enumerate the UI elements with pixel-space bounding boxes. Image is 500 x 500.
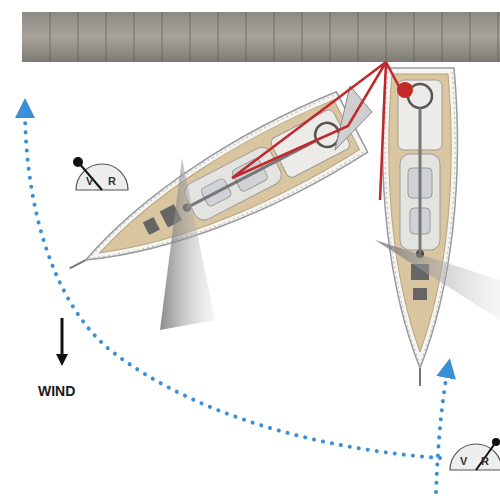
sailboat (383, 68, 458, 386)
course-path (436, 368, 448, 492)
sail (375, 240, 500, 320)
wind-label: WIND (38, 384, 75, 398)
gauge-mark: R (108, 176, 116, 187)
gauge-mark: R (481, 456, 489, 467)
sail (160, 158, 215, 330)
gauge-mark: V (86, 176, 93, 187)
gauge-mark: V (460, 456, 467, 467)
throttle-gauge (450, 438, 500, 470)
sailboat (52, 89, 369, 302)
wind-arrow (61, 318, 64, 360)
throttle-gauge (73, 157, 128, 190)
dock-line (232, 62, 404, 200)
wooden-dock (22, 12, 500, 62)
crew (397, 82, 413, 98)
